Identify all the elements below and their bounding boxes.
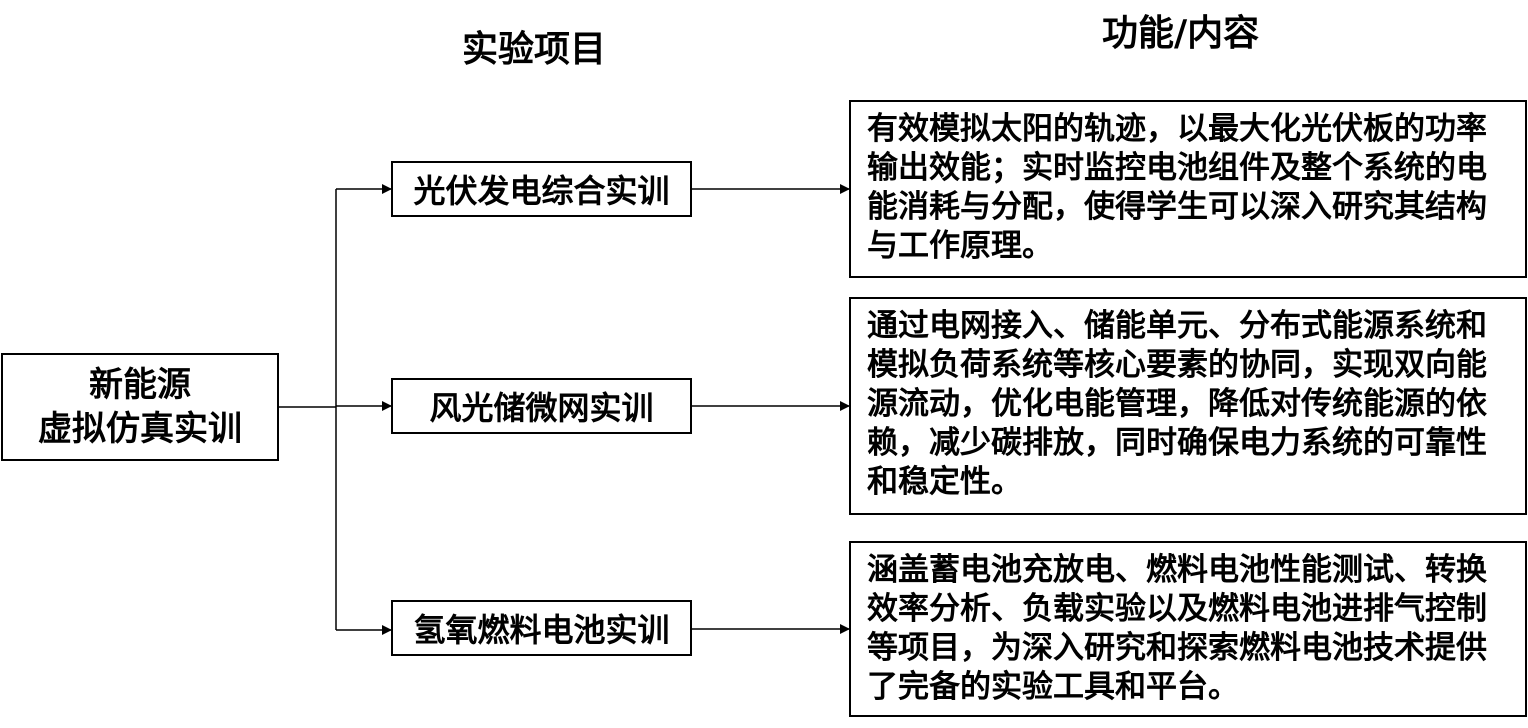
description-fuel-cell: 涵盖蓄电池充放电、燃料电池性能测试、转换效率分析、负载实验以及燃料电池进排气控制… [849, 541, 1527, 717]
root-title-line2: 虚拟仿真实训 [38, 409, 242, 449]
item-node-pv: 光伏发电综合实训 [391, 161, 692, 217]
item-node-fuel-cell: 氢氧燃料电池实训 [391, 600, 692, 656]
column-header-content: 功能/内容 [1102, 13, 1260, 54]
description-microgrid: 通过电网接入、储能单元、分布式能源系统和模拟负荷系统等核心要素的协同，实现双向能… [849, 297, 1527, 515]
item-node-microgrid: 风光储微网实训 [391, 378, 692, 434]
description-pv: 有效模拟太阳的轨迹，以最大化光伏板的功率输出效能；实时监控电池组件及整个系统的电… [849, 100, 1527, 278]
root-node: 新能源 虚拟仿真实训 [1, 353, 279, 461]
column-header-items: 实验项目 [462, 29, 607, 70]
root-title-line1: 新能源 [89, 365, 191, 405]
